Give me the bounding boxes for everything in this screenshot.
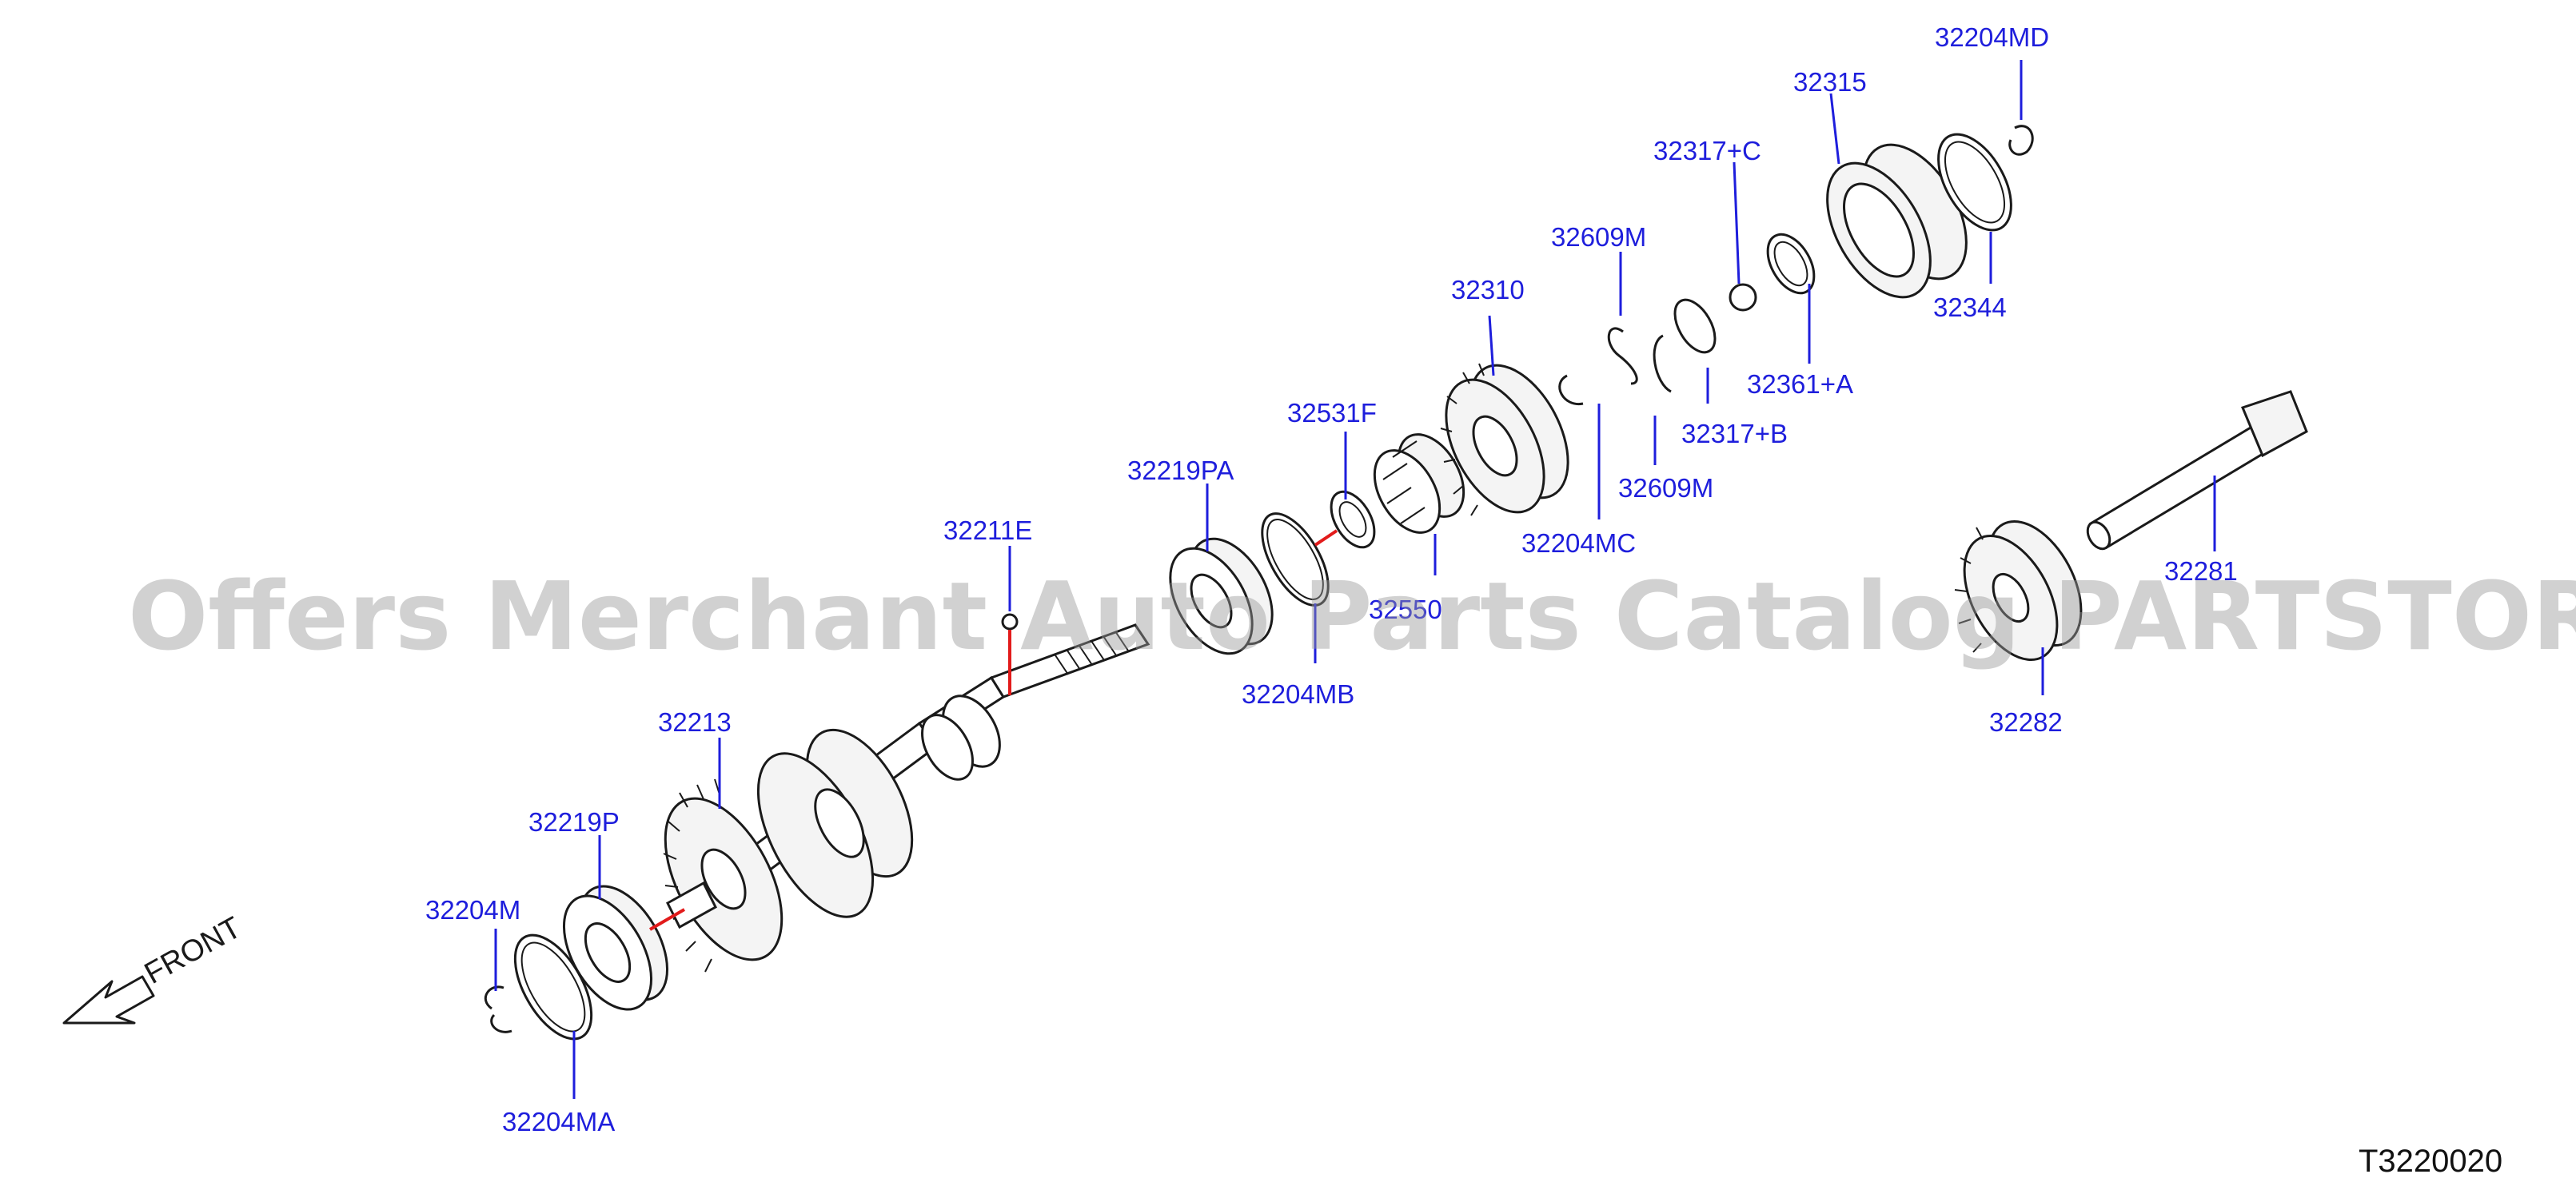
front-label: FRONT — [139, 911, 247, 991]
part-label-32609m-upper: 32609M — [1551, 222, 1646, 252]
part-label-32204mc: 32204MC — [1521, 528, 1636, 558]
mainshaft-drawing — [663, 623, 1150, 973]
part-label-32361a: 32361+A — [1747, 369, 1853, 399]
snap-rings-front-drawing — [484, 933, 593, 1041]
part-label-32204md: 32204MD — [1935, 22, 2049, 52]
part-label-32282: 32282 — [1989, 707, 2063, 737]
needle-bearing-32550-drawing — [1373, 433, 1465, 534]
watermark-text: Offers Merchant Auto Parts Catalog PARTS… — [128, 561, 2576, 671]
line-art — [484, 125, 2308, 1041]
countershaft-32281-drawing — [2086, 390, 2308, 551]
gear-32282-drawing — [1954, 519, 2083, 662]
part-label-32204m: 32204M — [425, 895, 520, 925]
part-label-32211e: 32211E — [943, 515, 1032, 545]
leader-lines — [494, 60, 2216, 1099]
part-label-32317c: 32317+C — [1653, 136, 1761, 165]
front-arrow-icon — [62, 975, 155, 1025]
part-label-32219p: 32219P — [528, 807, 620, 837]
front-direction-indicator: FRONT — [62, 911, 247, 1025]
part-label-32213: 32213 — [658, 707, 732, 737]
part-label-32281: 32281 — [2164, 556, 2238, 586]
illustration-code: T3220020 — [2359, 1144, 2502, 1179]
red-connectors — [648, 529, 1338, 931]
part-label-32531f: 32531F — [1287, 398, 1377, 428]
bearing-32219pa-drawing — [1169, 537, 1274, 655]
part-label-32609m-lower: 32609M — [1618, 473, 1713, 503]
part-label-32204ma: 32204MA — [502, 1107, 615, 1136]
part-label-32219pa: 32219PA — [1127, 456, 1234, 485]
part-label-32310: 32310 — [1451, 275, 1525, 304]
part-label-32315: 32315 — [1793, 67, 1867, 97]
part-labels: 32204MD 32315 32317+C 32609M 32344 32310… — [425, 22, 2238, 1136]
part-label-32204mb: 32204MB — [1242, 679, 1354, 709]
part-label-32317b: 32317+B — [1681, 419, 1788, 448]
part-label-32344: 32344 — [1933, 293, 2007, 322]
gear-32310-drawing — [1440, 363, 1569, 516]
part-label-32550: 32550 — [1369, 595, 1442, 624]
